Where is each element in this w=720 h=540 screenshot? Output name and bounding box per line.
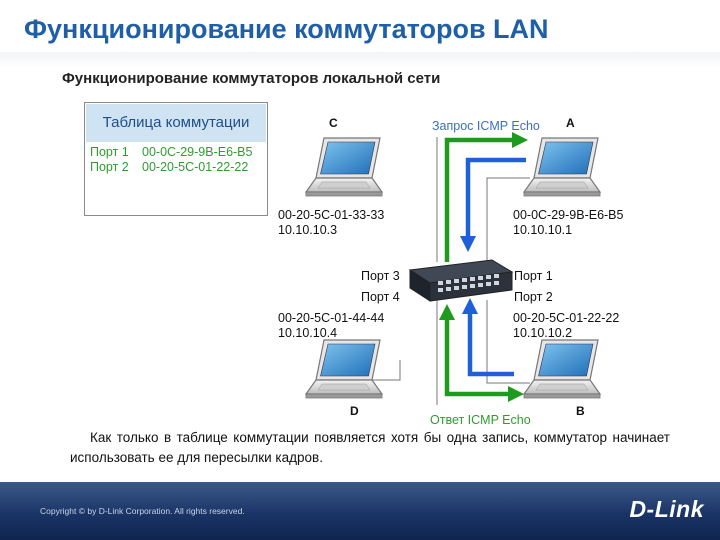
- laptop-d-icon: [305, 339, 383, 399]
- caption-text: Как только в таблице коммутации появляет…: [70, 430, 670, 465]
- reply-green-line: [444, 318, 508, 397]
- port-4-label: Порт 4: [361, 290, 400, 304]
- footer-bar: Copyright © by D-Link Corporation. All r…: [0, 482, 720, 540]
- slide-title: Функционирование коммутаторов LAN: [24, 14, 549, 44]
- table-row: Порт 2 00-20-5C-01-22-22: [90, 160, 267, 175]
- header-band: [0, 52, 720, 68]
- node-c-ip: 10.10.10.3: [278, 223, 338, 237]
- reply-green-arrow-icon: [439, 304, 455, 320]
- node-d-mac: 00-20-5C-01-44-44: [278, 311, 385, 325]
- switching-table-header: Таблица коммутации: [86, 104, 266, 142]
- dlink-logo: D-Link: [629, 496, 704, 522]
- port-1-label: Порт 1: [514, 269, 553, 283]
- request-path: [444, 132, 528, 262]
- port-2-label: Порт 2: [514, 290, 553, 304]
- diagram-title: Функционирование коммутаторов локальной …: [62, 70, 441, 87]
- node-a-letter: A: [566, 116, 575, 130]
- port-3-label: Порт 3: [361, 269, 400, 283]
- node-d-letter: D: [350, 404, 359, 418]
- node-b-mac: 00-20-5C-01-22-22: [513, 311, 620, 325]
- table-cell-mac: 00-20-5C-01-22-22: [142, 160, 249, 174]
- reply-path: [439, 298, 524, 402]
- node-a-mac: 00-0C-29-9B-E6-B5: [513, 208, 624, 222]
- request-blue-line: [465, 157, 526, 236]
- node-b-ip: 10.10.10.2: [513, 326, 573, 340]
- switching-table: Таблица коммутации Порт 1 00-0C-29-9B-E6-…: [84, 102, 268, 216]
- request-green-line: [444, 137, 512, 262]
- cable-a: [486, 177, 530, 262]
- request-label: Запрос ICMP Echo: [432, 119, 540, 133]
- cable-b: [486, 300, 530, 384]
- switch-icon: [408, 259, 514, 302]
- node-c-letter: C: [329, 116, 338, 130]
- request-blue-arrow-icon: [460, 236, 476, 252]
- node-c-mac: 00-20-5C-01-33-33: [278, 208, 385, 222]
- laptop-c-icon: [305, 137, 383, 197]
- reply-blue-arrow-icon: [462, 298, 478, 314]
- table-cell-port: Порт 1: [90, 145, 129, 159]
- laptop-b-icon: [523, 339, 601, 399]
- table-row: Порт 1 00-0C-29-9B-E6-B5: [90, 145, 267, 160]
- table-cell-port: Порт 2: [90, 160, 129, 174]
- node-d-ip: 10.10.10.4: [278, 326, 338, 340]
- request-green-arrow-icon: [512, 132, 528, 148]
- node-a-ip: 10.10.10.1: [513, 223, 573, 237]
- reply-blue-line: [467, 314, 514, 377]
- copyright-text: Copyright © by D-Link Corporation. All r…: [40, 506, 245, 516]
- node-b-letter: B: [576, 404, 585, 418]
- reply-green-end-arrow-icon: [508, 386, 524, 402]
- reply-label: Ответ ICMP Echo: [430, 413, 531, 427]
- table-cell-mac: 00-0C-29-9B-E6-B5: [142, 145, 253, 159]
- laptop-a-icon: [523, 137, 601, 197]
